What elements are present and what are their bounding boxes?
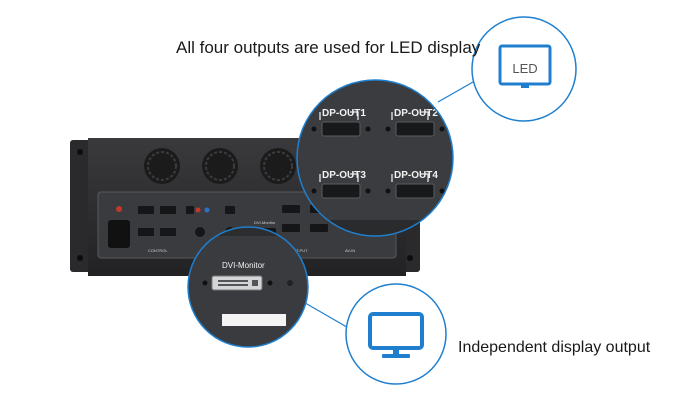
power-indicator [116,206,122,212]
zoom-ring-top [296,79,454,237]
connector-line-monitor [299,299,353,331]
dvi-monitor-label: DVI-Monitor [222,261,265,270]
dp-port-1 [321,121,361,137]
panel-label: CONTROL [148,248,168,253]
dp-port-4 [395,183,435,199]
panel-label: DVI-Monitor [254,220,276,225]
led-label: LED [512,61,537,76]
panel-label: AV-IN [345,248,355,253]
label-sticker [222,314,286,326]
zoom-ring-bottom [187,226,309,348]
power-inlet [108,220,130,248]
caption-independent-output: Independent display output [458,339,651,356]
caption-led-outputs: All four outputs are used for LED displa… [176,38,481,57]
zoom-dp-outputs: DP-OUT1 DP-OUT2 DP-OUT3 DP-OUT4 [296,79,454,237]
dvi-port [211,275,263,291]
dp-out-label: DP-OUT3 [322,170,366,181]
rack-ear-left [70,140,92,272]
zoom-dvi-monitor: DVI-Monitor [187,226,309,348]
dp-out-label: DP-OUT1 [322,108,366,119]
monitor-badge [345,283,447,385]
dp-out-label: DP-OUT2 [394,108,438,119]
dp-out-label: DP-OUT4 [394,170,438,181]
dp-port-2 [395,121,435,137]
panel-label: OUT-PUT [290,248,308,253]
dp-port-3 [321,183,361,199]
cooling-fans [144,148,296,184]
led-display-badge: LED [471,16,577,122]
